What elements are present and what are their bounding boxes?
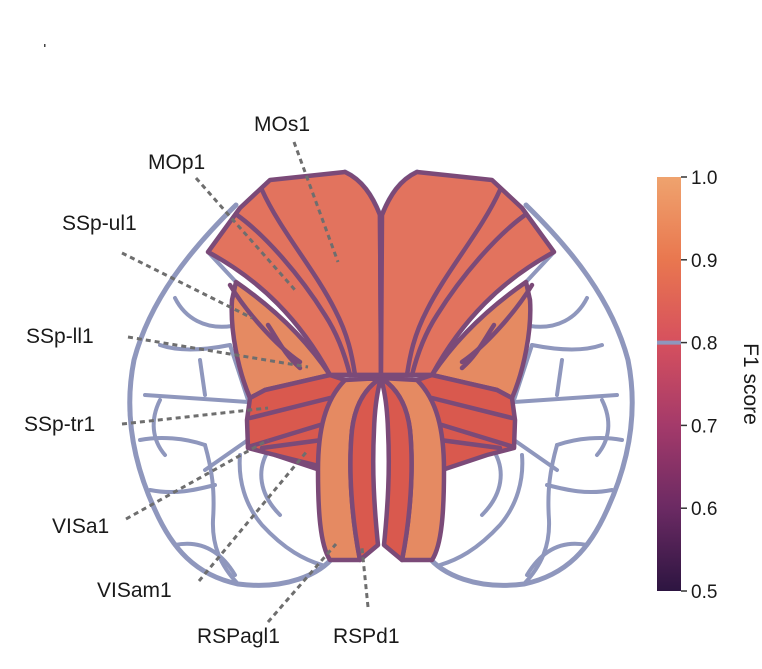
colorbar-tick-label: 0.9: [691, 251, 717, 272]
image-speck: [44, 44, 46, 47]
label-mop1: MOp1: [148, 151, 205, 174]
leader-mos1: [292, 141, 340, 263]
colorbar-tick-label: 0.8: [691, 334, 717, 355]
label-visam1: VISam1: [97, 579, 172, 602]
leader-ssp-ul1: [121, 251, 253, 320]
colorbar-tick-label: 1.0: [691, 168, 717, 189]
leader-ssp-tr1: [121, 406, 269, 426]
region-left-rsp-inner: [348, 375, 384, 563]
leader-lines: [121, 141, 370, 623]
colorbar-gradient: [657, 177, 681, 591]
colorbar-tick-label: 0.6: [691, 499, 717, 520]
label-ssp-ll1: SSp-ll1: [26, 325, 94, 348]
leader-ssp-ll1: [127, 335, 309, 369]
leader-visam1: [197, 449, 310, 582]
colorbar: 1.0 0.9 0.8 0.7 0.6 0.5 F1 score: [657, 168, 762, 603]
leader-mop1: [194, 177, 297, 291]
region-labels: MOs1 MOp1 SSp-ul1 SSp-ll1 SSp-tr1 VISa1 …: [24, 113, 400, 648]
label-rspagl1: RSPagl1: [197, 625, 280, 648]
label-ssp-tr1: SSp-tr1: [24, 413, 95, 436]
label-mos1: MOs1: [254, 113, 310, 136]
region-right-rsp-inner: [378, 375, 414, 563]
label-ssp-ul1: SSp-ul1: [62, 212, 137, 235]
colorbar-tick-label: 0.7: [691, 416, 717, 437]
colorbar-title: F1 score: [739, 343, 762, 425]
label-rspd1: RSPd1: [333, 625, 400, 648]
colorbar-tick-label: 0.5: [691, 582, 717, 603]
leader-visa1: [125, 438, 269, 521]
colored-regions: [205, 169, 557, 563]
label-visa1: VISa1: [52, 515, 109, 538]
leader-rspd1: [360, 547, 370, 608]
